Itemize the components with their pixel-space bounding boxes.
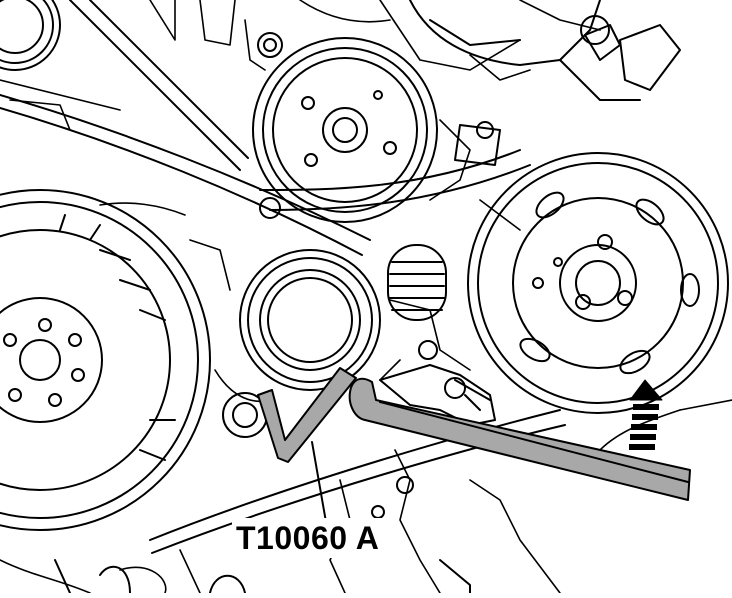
- long-wrench-tool: [348, 377, 691, 501]
- tensioner-pulley: [222, 197, 381, 438]
- right-pulley: [467, 152, 729, 414]
- tool-callout-label: T10060 A: [232, 518, 386, 558]
- lower-bolts: [54, 476, 471, 594]
- locking-pin-tool: [257, 367, 357, 463]
- top-center-pulley: [252, 32, 438, 223]
- ribbed-idler: [387, 244, 447, 360]
- crankshaft-pulley: [0, 189, 211, 531]
- direction-arrow: [629, 379, 663, 450]
- upper-right-component: [409, 0, 681, 166]
- callout-leader-line: [311, 441, 327, 523]
- ribbed-belt: [0, 0, 566, 554]
- wrench-bracket: [379, 364, 496, 426]
- top-left-pulley: [0, 0, 61, 71]
